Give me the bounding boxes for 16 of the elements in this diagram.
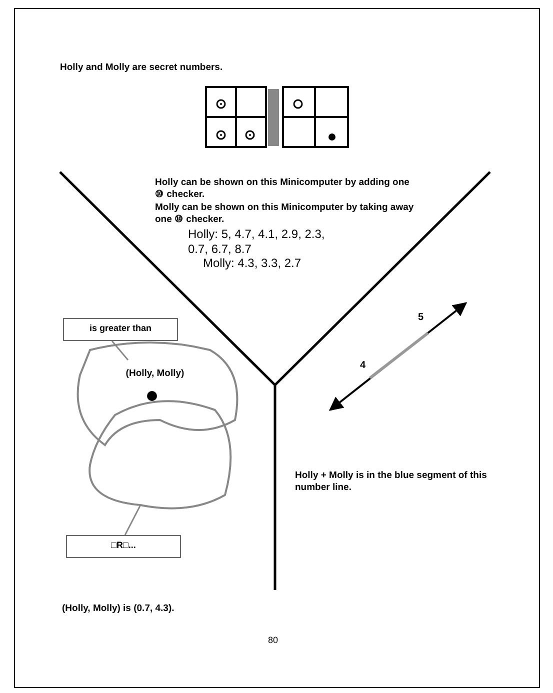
instruction-text: Holly + Molly is in the blue segment of this number line. bbox=[295, 470, 488, 494]
tick-label: 4 bbox=[360, 360, 366, 372]
page-number: 80 bbox=[268, 634, 278, 646]
answer-text: (Holly, Molly) is (0.7, 4.3). bbox=[62, 603, 176, 615]
instruction-text: Holly can be shown on this Minicomputer by adding one ⑩ checker. bbox=[155, 177, 410, 201]
number-list: Holly: 5, 4.7, 4.1, 2.9, 2.3, 0.7, 6.7, 8.7 bbox=[188, 227, 338, 257]
instruction-text: Molly can be shown on this Minicomputer by taking away one ⑩ checker. bbox=[155, 202, 415, 226]
number-list: Molly: 4.3, 3.3, 2.7 bbox=[203, 257, 383, 269]
region-label: (Holly, Molly) bbox=[100, 368, 210, 380]
label-box: □R□... bbox=[66, 535, 181, 558]
label-box: is greater than bbox=[63, 318, 178, 341]
title: Holly and Molly are secret numbers. bbox=[60, 62, 224, 74]
region-outline bbox=[88, 400, 232, 510]
leader-line bbox=[111, 340, 129, 360]
leader-line bbox=[124, 506, 141, 536]
tick-label: 5 bbox=[418, 312, 424, 324]
